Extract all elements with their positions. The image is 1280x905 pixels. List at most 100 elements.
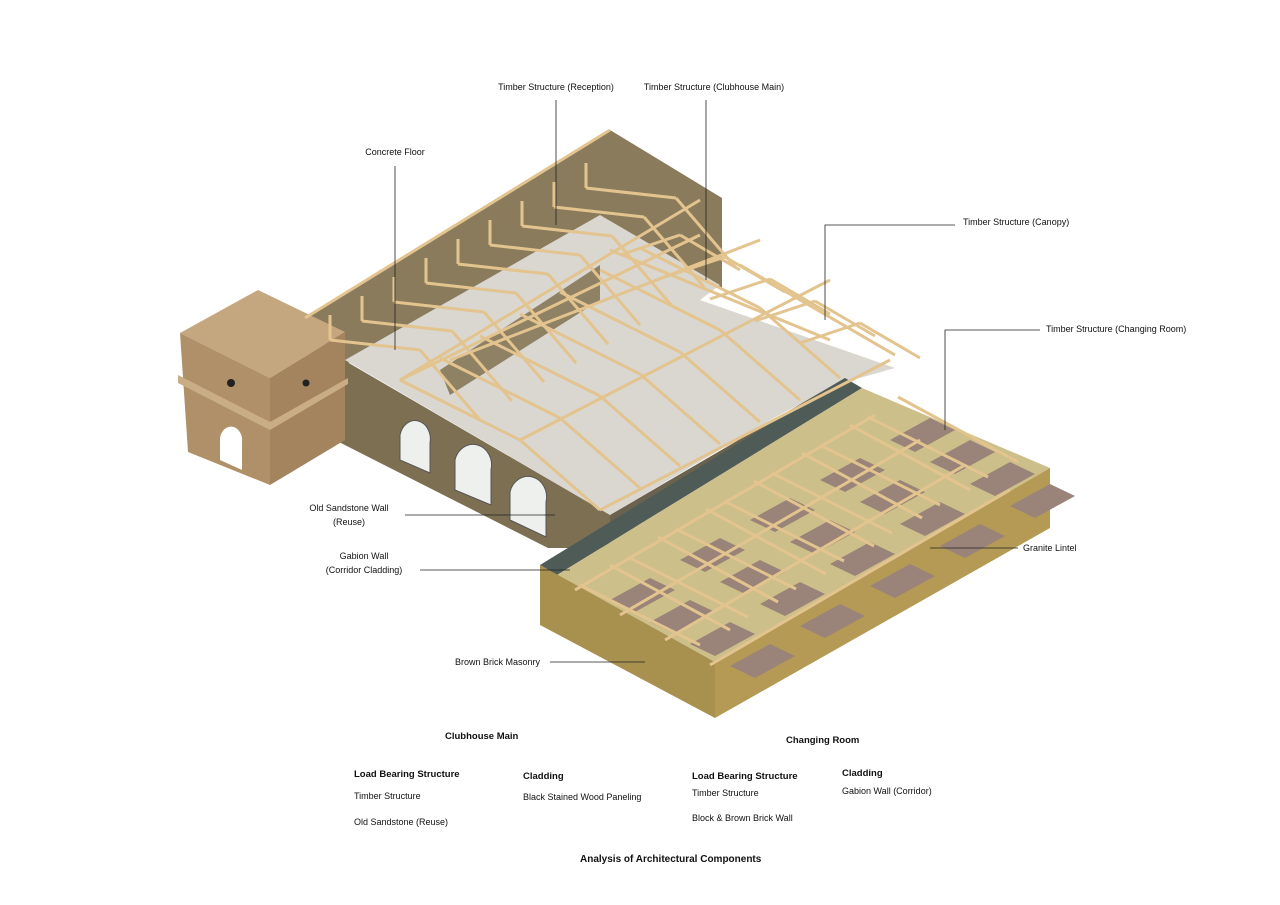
changing-cubicle-floor bbox=[940, 524, 1005, 558]
changing-load-bearing-item: Timber Structure bbox=[692, 788, 759, 798]
timber-canopy-beam bbox=[609, 248, 831, 342]
label-granite-lintel: Granite Lintel bbox=[1023, 543, 1077, 553]
changing-cubicle-floor bbox=[650, 600, 715, 634]
changing-cubicle-floor bbox=[830, 542, 895, 576]
timber-purlin-changing bbox=[619, 438, 921, 617]
timber-truss bbox=[399, 378, 521, 442]
leader-timber-canopy bbox=[824, 224, 955, 320]
changing-cubicle-floor bbox=[800, 604, 865, 638]
timber-rafter bbox=[585, 186, 677, 200]
sandstone-tower bbox=[178, 290, 348, 485]
changing-cubicle-floor bbox=[760, 582, 825, 616]
timber-truss bbox=[599, 268, 721, 332]
timber-rafter bbox=[553, 205, 645, 219]
timber-truss bbox=[679, 350, 761, 424]
timber-canopy bbox=[814, 299, 876, 338]
timber-purlin-changing bbox=[574, 413, 876, 592]
changing-load-bearing-item: Block & Brown Brick Wall bbox=[692, 813, 793, 823]
timber-canopy bbox=[799, 321, 861, 345]
timber-truss-changing bbox=[657, 535, 779, 604]
label-timber-canopy: Timber Structure (Canopy) bbox=[963, 217, 1070, 227]
timber-rafter bbox=[361, 319, 453, 333]
timber-truss bbox=[639, 246, 761, 310]
timber-truss-changing bbox=[723, 499, 845, 563]
timber-truss-changing bbox=[609, 563, 731, 632]
timber-truss bbox=[559, 416, 641, 490]
timber-truss-changing bbox=[867, 415, 989, 479]
clubhouse-load-bearing-item: Timber Structure bbox=[354, 791, 421, 801]
timber-rafter bbox=[521, 224, 613, 238]
timber-rafter bbox=[393, 300, 485, 314]
label-brown-brick-masonry: Brown Brick Masonry bbox=[455, 657, 541, 667]
leader-lines bbox=[394, 100, 1040, 663]
timber-truss-changing bbox=[579, 583, 701, 647]
changing-load-bearing-heading: Load Bearing Structure bbox=[692, 771, 798, 782]
clubhouse-cladding-heading: Cladding bbox=[523, 771, 564, 782]
changing-cubicle-floor bbox=[900, 502, 965, 536]
timber-ridge bbox=[304, 128, 611, 320]
timber-truss bbox=[519, 312, 641, 376]
timber-purlin bbox=[519, 278, 831, 442]
clubhouse-load-bearing-heading: Load Bearing Structure bbox=[354, 769, 460, 780]
timber-truss bbox=[519, 438, 601, 512]
timber-structure bbox=[304, 128, 1019, 667]
timber-rafter bbox=[489, 243, 581, 257]
timber-canopy bbox=[859, 321, 921, 360]
diagram-caption: Analysis of Architectural Components bbox=[580, 854, 762, 865]
timber-ridge bbox=[399, 198, 701, 382]
timber-truss bbox=[559, 290, 681, 354]
changing-cubicle-floor bbox=[610, 578, 675, 612]
label-line-1: Old Sandstone Wall bbox=[309, 503, 389, 513]
changing-cubicle-floor bbox=[730, 644, 795, 678]
changing-cladding-item: Gabion Wall (Corridor) bbox=[842, 786, 932, 796]
timber-truss bbox=[719, 328, 801, 402]
timber-canopy-beam bbox=[739, 263, 896, 357]
timber-canopy bbox=[619, 233, 681, 257]
clubhouse-cladding-item: Black Stained Wood Paneling bbox=[523, 792, 642, 802]
changing-room-floor bbox=[557, 388, 1050, 662]
timber-truss-changing bbox=[753, 479, 875, 548]
label-line-2: (Corridor Cladding) bbox=[325, 565, 403, 575]
timber-purlin-changing bbox=[664, 463, 966, 642]
label-timber-clubhouse-main: Timber Structure (Clubhouse Main) bbox=[643, 82, 785, 92]
changing-cubicle-floor bbox=[870, 564, 935, 598]
timber-truss-changing bbox=[897, 395, 1019, 464]
changing-cubicle-floor bbox=[970, 462, 1035, 496]
timber-truss bbox=[639, 372, 721, 446]
timber-canopy bbox=[664, 255, 726, 279]
timber-canopy bbox=[769, 277, 831, 316]
timber-truss-changing bbox=[675, 527, 797, 591]
label-concrete-floor: Concrete Floor bbox=[365, 147, 425, 157]
changing-cubicle-floor bbox=[690, 622, 755, 656]
label-gabion-wall: Gabion Wall(Corridor Cladding) bbox=[326, 549, 403, 577]
timber-truss-changing bbox=[705, 507, 827, 576]
brown-brick-wall-left bbox=[540, 565, 715, 718]
changing-cubicle-floor bbox=[680, 538, 745, 572]
timber-purlin-changing bbox=[709, 488, 1011, 667]
changing-cubicle-floor bbox=[720, 560, 785, 594]
timber-truss-changing bbox=[849, 423, 971, 492]
timber-truss-changing bbox=[627, 555, 749, 619]
label-timber-reception: Timber Structure (Reception) bbox=[498, 82, 614, 92]
timber-canopy bbox=[679, 233, 741, 272]
timber-truss bbox=[439, 356, 561, 420]
changing-cubicle-floor bbox=[930, 440, 995, 474]
timber-truss bbox=[599, 394, 681, 468]
changing-room bbox=[540, 378, 1075, 718]
timber-purlin bbox=[599, 358, 891, 512]
timber-rafter bbox=[425, 281, 517, 295]
arched-windows bbox=[399, 420, 548, 538]
brown-brick-wall-right bbox=[715, 468, 1050, 718]
timber-truss bbox=[479, 334, 601, 398]
timber-truss-changing bbox=[819, 443, 941, 507]
gabion-corridor bbox=[540, 378, 862, 575]
label-timber-changing-room: Timber Structure (Changing Room) bbox=[1046, 324, 1187, 334]
timber-truss-changing bbox=[801, 451, 923, 520]
changing-cubicle-floor bbox=[1010, 484, 1075, 518]
timber-rafter bbox=[457, 262, 549, 276]
label-old-sandstone-wall: Old Sandstone Wall(Reuse) bbox=[309, 501, 388, 529]
changing-cubicle-floor bbox=[890, 418, 955, 452]
changing-room-floor-strips bbox=[610, 418, 1075, 678]
timber-rafter bbox=[329, 338, 421, 352]
